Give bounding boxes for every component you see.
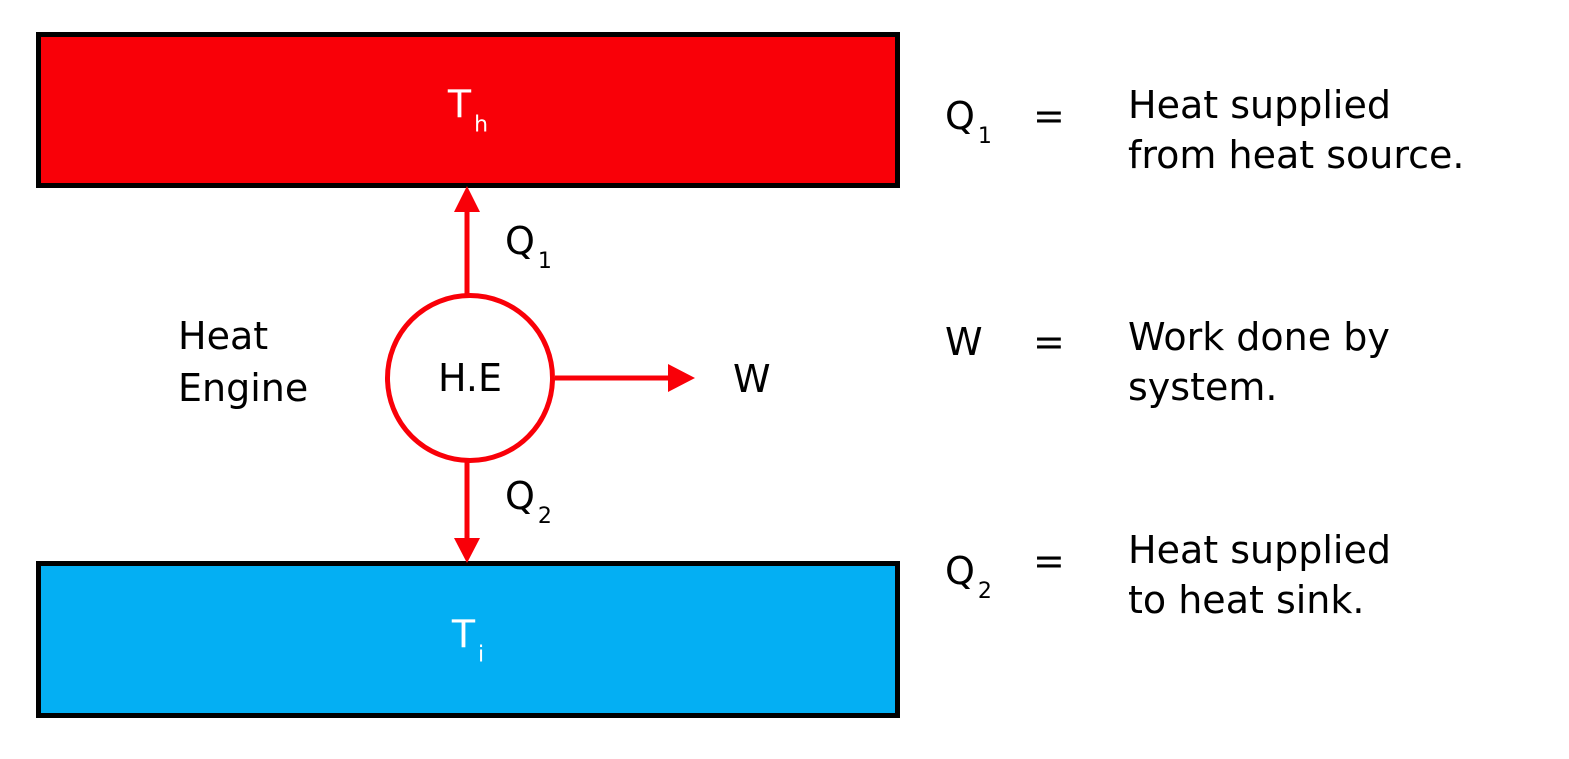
legend-desc-line2: to heat sink. — [1128, 578, 1365, 622]
legend-symbol: W — [945, 320, 983, 364]
legend-description: Work done by system. — [1128, 312, 1390, 412]
legend-equals: = — [1033, 94, 1065, 138]
legend-desc-line1: Heat supplied — [1128, 83, 1391, 127]
heat-engine-abbrev: H.E — [438, 356, 502, 400]
legend-desc-line2: from heat source. — [1128, 133, 1465, 177]
q2-arrow — [454, 461, 480, 563]
legend-desc-line2: system. — [1128, 365, 1278, 409]
heat-engine-circle: H.E — [385, 293, 555, 463]
w-flow-label: W — [733, 357, 771, 401]
heat-engine-label-line2: Engine — [178, 366, 309, 410]
legend-description: Heat supplied to heat sink. — [1128, 525, 1391, 625]
legend-desc-line1: Heat supplied — [1128, 528, 1391, 572]
legend-equals: = — [1033, 539, 1065, 583]
heat-engine-label-line1: Heat — [178, 314, 269, 358]
q1-arrow — [454, 186, 480, 295]
legend-equals: = — [1033, 320, 1065, 364]
legend-description: Heat supplied from heat source. — [1128, 80, 1465, 180]
w-arrow — [555, 364, 695, 392]
heat-engine-label: Heat Engine — [178, 310, 308, 414]
legend-desc-line1: Work done by — [1128, 315, 1390, 359]
